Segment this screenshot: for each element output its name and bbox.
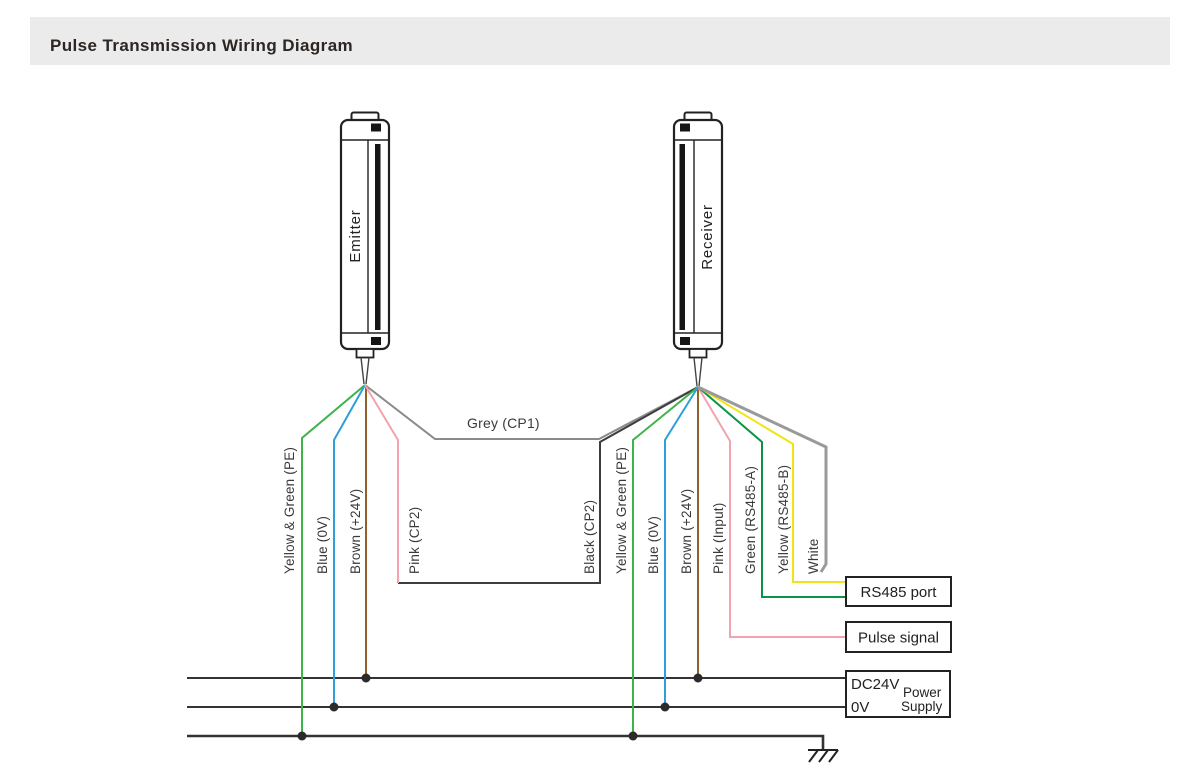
wire-receiver-pe <box>632 386 699 736</box>
receiver-pe-label: Yellow & Green (PE) <box>614 447 629 574</box>
wire-receiver-white <box>697 385 828 573</box>
emitter-cp2-label: Pink (CP2) <box>407 507 422 574</box>
receiver-white-label: White <box>806 538 821 574</box>
pe-bus-line <box>187 734 825 750</box>
receiver-rs485b-label: Yellow (RS485-B) <box>776 465 791 574</box>
receiver-black-cp2-label: Black (CP2) <box>582 500 597 574</box>
wire-cp1-grey-label: Grey (CP1) <box>467 415 540 431</box>
junction-dot <box>297 731 307 741</box>
emitter-0v-label: Blue (0V) <box>315 516 330 574</box>
power-bus-lines <box>187 677 846 763</box>
wire-receiver-pink-input <box>697 386 846 638</box>
junction-dot <box>693 673 703 683</box>
earth-ground-icon <box>808 749 839 763</box>
receiver-24v-label: Brown (+24V) <box>679 489 694 574</box>
receiver-label: Receiver <box>699 204 716 270</box>
pulse-signal-label: Pulse signal <box>858 630 939 647</box>
power-supply-name-line1: Power <box>903 685 942 700</box>
rs485-port-box: RS485 port <box>845 576 952 607</box>
pulse-signal-box: Pulse signal <box>845 621 952 653</box>
junction-dot <box>628 731 638 741</box>
receiver-device: Receiver <box>672 111 724 387</box>
title-bar <box>30 17 1170 65</box>
junction-dots <box>297 673 703 741</box>
junction-dot <box>329 702 339 712</box>
receiver-cable <box>693 357 703 387</box>
receiver-rs485a-label: Green (RS485-A) <box>743 466 758 574</box>
emitter-bottom-mark <box>371 337 381 345</box>
emitter-cable <box>360 357 370 385</box>
receiver-top-mark <box>680 123 690 132</box>
emitter-cap-lines <box>341 139 389 334</box>
wire-emitter-cp2-pink <box>364 384 399 583</box>
receiver-0v-label: Blue (0V) <box>646 516 661 574</box>
emitter-label: Emitter <box>347 209 364 262</box>
page-title: Pulse Transmission Wiring Diagram <box>50 36 353 55</box>
wire-emitter-pe <box>301 384 366 736</box>
receiver-bottom-mark <box>680 337 690 345</box>
wire-receiver-0v <box>664 386 699 707</box>
emitter-device: Emitter <box>339 111 391 385</box>
receiver-wire-labels: Black (CP2) Yellow & Green (PE) Blue (0V… <box>582 447 821 574</box>
junction-dot <box>361 673 371 683</box>
emitter-top-mark <box>371 123 381 132</box>
junction-dot <box>660 702 670 712</box>
wire-receiver-rs485b <box>697 386 846 583</box>
receiver-cap-lines <box>674 139 722 334</box>
rs485-port-label: RS485 port <box>861 584 938 601</box>
receiver-input-label: Pink (Input) <box>711 503 726 574</box>
emitter-connector <box>355 348 375 359</box>
receiver-connector <box>688 348 708 359</box>
receiver-window-strip <box>679 144 685 330</box>
emitter-wire-labels: Yellow & Green (PE) Blue (0V) Brown (+24… <box>282 447 422 574</box>
power-supply-dc24v-label: DC24V <box>851 676 899 693</box>
wire-cp1-grey <box>364 384 699 440</box>
emitter-pe-label: Yellow & Green (PE) <box>282 447 297 574</box>
power-supply-name-line2: Supply <box>901 699 943 714</box>
wire-receiver-black-cp2 <box>398 386 699 584</box>
emitter-window-strip <box>375 144 381 330</box>
power-supply-0v-label: 0V <box>851 699 869 716</box>
wire-emitter-0v <box>333 384 366 707</box>
emitter-24v-label: Brown (+24V) <box>348 489 363 574</box>
wire-receiver-rs485a <box>697 386 846 598</box>
power-supply-box: DC24V 0V Power Supply <box>845 670 951 718</box>
